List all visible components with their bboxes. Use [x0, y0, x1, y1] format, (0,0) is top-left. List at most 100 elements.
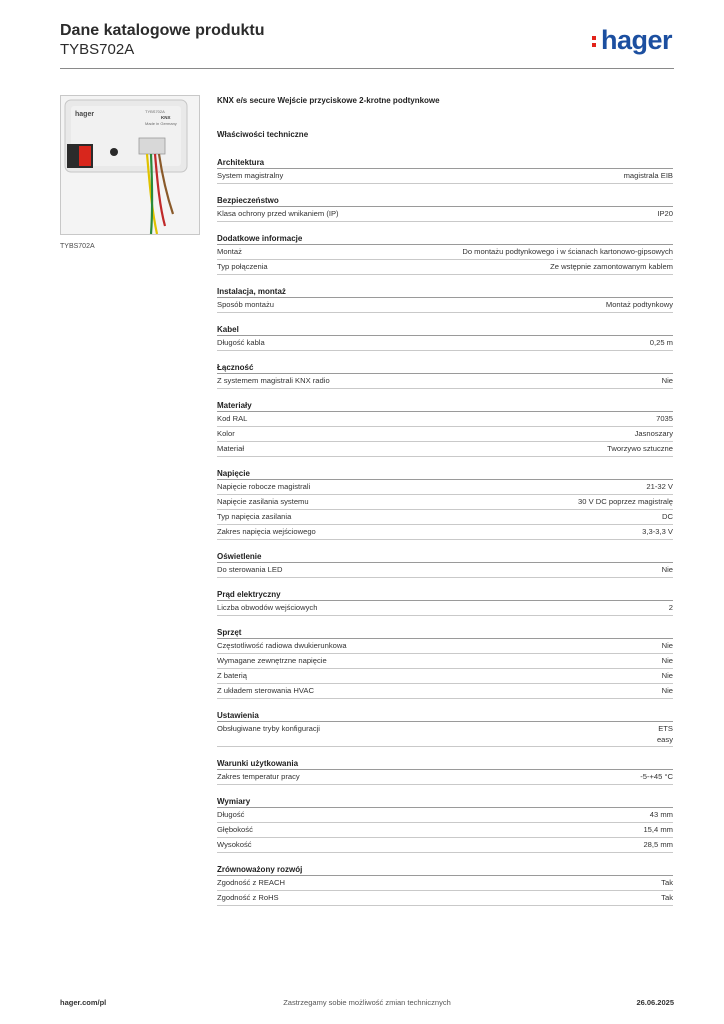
section-title: Materiały [217, 399, 673, 412]
spec-value-text: ETS [658, 724, 673, 733]
spec-value-text: magistrala EIB [623, 171, 673, 180]
spec-label: Typ napięcia zasilania [217, 512, 292, 521]
spec-value: 0,25 m [650, 336, 673, 350]
spec-value: Nie [662, 374, 673, 388]
spec-value: Nie [662, 654, 673, 668]
spec-value: Tak [661, 876, 673, 890]
spec-value-text: 15,4 mm [643, 825, 673, 834]
spec-value: Montaż podtynkowy [606, 298, 673, 312]
section-spacer [217, 351, 673, 361]
spec-value-text: DC [662, 512, 673, 521]
spec-value-text: 21-32 V [646, 482, 673, 491]
section-spacer [217, 275, 673, 285]
spec-value-text: Tworzywo sztuczne [607, 444, 673, 453]
spec-row: Typ napięcia zasilania DC [217, 510, 673, 525]
spec-value: 21-32 V [646, 480, 673, 494]
spec-value-text: 30 V DC poprzez magistralę [578, 497, 673, 506]
spec-label: Długość [217, 810, 245, 819]
spec-label: Z baterią [217, 671, 247, 680]
spec-label: Typ połączenia [217, 262, 268, 271]
spec-value: DC [662, 510, 673, 524]
main-content: KNX e/s secure Wejście przyciskowe 2-kro… [217, 96, 673, 916]
spec-value: Tworzywo sztuczne [607, 442, 673, 456]
spec-label: Zakres temperatur pracy [217, 772, 300, 781]
spec-row: Z baterią Nie [217, 669, 673, 684]
spec-value-text: -5-+45 °C [640, 772, 673, 781]
section-title: Oświetlenie [217, 550, 673, 563]
section-title: Ustawienia [217, 709, 673, 722]
spec-value: ETS easy [657, 722, 673, 746]
spec-value-text: Tak [661, 893, 673, 902]
section-spacer [217, 578, 673, 588]
module-origin-text: Made in Germany [145, 121, 177, 126]
spec-row: Zgodność z REACH Tak [217, 876, 673, 891]
spec-value-text: 2 [668, 603, 673, 612]
section-spacer [217, 853, 673, 863]
spec-row: System magistralny magistrala EIB [217, 169, 673, 184]
section-title: Kabel [217, 323, 673, 336]
spec-value: Ze wstępnie zamontowanym kablem [550, 260, 673, 274]
spec-row: Klasa ochrony przed wnikaniem (IP)IP20 [217, 207, 673, 222]
spec-value: Nie [662, 563, 673, 577]
spec-label: Częstotliwość radiowa dwukierunkowa [217, 641, 347, 650]
spec-value-text: Montaż podtynkowy [605, 300, 673, 309]
section-spacer [217, 457, 673, 467]
spec-value: 30 V DC poprzez magistralę [578, 495, 673, 509]
spec-label: System magistralny [217, 171, 284, 180]
header-divider [60, 68, 674, 69]
spec-label: Zakres napięcia wejściowego [217, 527, 316, 536]
spec-value-text: Nie [661, 671, 673, 680]
footer-date: 26.06.2025 [636, 998, 674, 1007]
spec-label: Wysokość [217, 840, 252, 849]
spec-label: Obsługiwane tryby konfiguracji [217, 724, 320, 733]
spec-value: 7035 [656, 412, 673, 426]
spec-value: 43 mm [650, 808, 673, 822]
spec-value: Tak [661, 891, 673, 905]
spec-value-text: Nie [661, 376, 673, 385]
spec-value-text: Nie [661, 656, 673, 665]
spec-value: Do montażu podtynkowego i w ścianach kar… [462, 245, 673, 259]
spec-row: Materiał Tworzywo sztuczne [217, 442, 673, 457]
section-spacer [217, 222, 673, 232]
image-caption: TYBS702A [60, 243, 95, 250]
spec-value: 28,5 mm [643, 838, 673, 852]
footer-website-link[interactable]: hager.com/pl [60, 998, 107, 1007]
spec-value: Nie [662, 669, 673, 683]
spec-value-text: Nie [661, 686, 673, 695]
section-spacer [217, 747, 673, 757]
spec-value-text-2: easy [656, 735, 673, 744]
spec-value-text: 0,25 m [649, 338, 673, 347]
spec-label: Zgodność z REACH [217, 878, 285, 887]
footer-disclaimer: Zastrzegamy sobie możliwość zmian techni… [283, 998, 451, 1007]
spec-label: Klasa ochrony przed wnikaniem (IP) [217, 209, 339, 218]
knx-label-text: KNX [161, 115, 171, 120]
product-name: KNX e/s secure Wejście przyciskowe 2-kro… [217, 96, 440, 105]
section-spacer [217, 699, 673, 709]
section-title: Instalacja, montaż [217, 285, 673, 298]
section-spacer [217, 313, 673, 323]
spec-value: Nie [662, 639, 673, 653]
section-title: Dodatkowe informacje [217, 232, 673, 245]
spec-label: Długość kabla [217, 338, 265, 347]
module-code-text: TYBS702A [145, 109, 165, 114]
section-title: Napięcie [217, 467, 673, 480]
spec-value: 2 [669, 601, 673, 615]
hager-logo[interactable]: hager [591, 25, 673, 56]
spec-label: Materiał [217, 444, 245, 453]
